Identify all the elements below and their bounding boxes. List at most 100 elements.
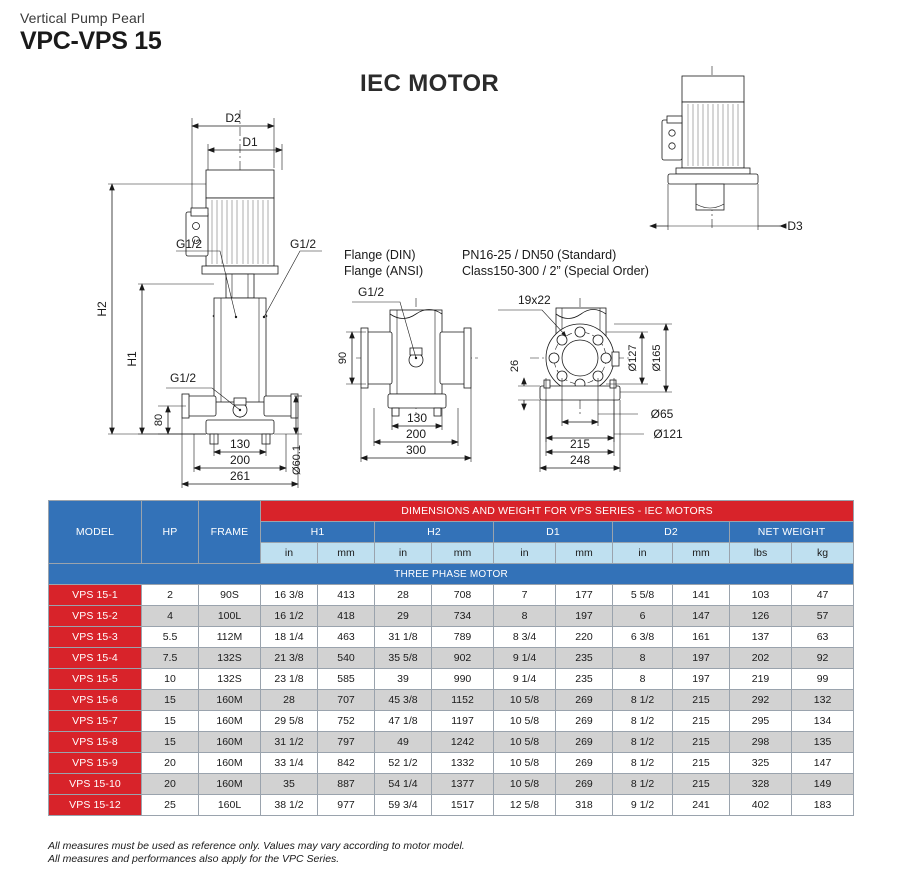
cell-h2-in: 45 3/8: [374, 689, 432, 711]
cell-d2-mm: 197: [672, 647, 730, 669]
header-unit-h1-mm: mm: [317, 542, 375, 564]
dim-label-h1: H1: [125, 351, 139, 367]
cell-h1-mm: 418: [317, 605, 375, 627]
cell-d1-in: 10 5/8: [493, 731, 556, 753]
technical-drawings: IEC MOTOR Flange (DIN) PN16-25 / DN50 (S…: [0, 58, 900, 493]
cell-d2-in: 8: [612, 647, 673, 669]
cell-model: VPS 15-12: [48, 794, 142, 816]
cell-d1-mm: 235: [555, 647, 613, 669]
footnote-line-1: All measures must be used as reference o…: [48, 840, 465, 852]
header-unit-h2-in: in: [374, 542, 432, 564]
header-unit-d1-in: in: [493, 542, 556, 564]
cell-frame: 160M: [198, 710, 261, 732]
cell-hp: 15: [141, 710, 199, 732]
cell-h2-in: 28: [374, 584, 432, 606]
cell-kg: 57: [790, 605, 855, 627]
cell-frame: 90S: [198, 584, 261, 606]
cell-frame: 160M: [198, 689, 261, 711]
cell-kg: 134: [790, 710, 855, 732]
header-unit-d2-in: in: [612, 542, 673, 564]
dim-label-d65: Ø65: [651, 407, 674, 421]
cell-model: VPS 15-3: [48, 626, 142, 648]
cell-d1-mm: 269: [555, 689, 613, 711]
header-unit-lbs: lbs: [729, 542, 792, 564]
cell-d2-in: 8 1/2: [612, 689, 673, 711]
cell-lbs: 219: [729, 668, 792, 690]
cell-d1-in: 7: [493, 584, 556, 606]
cell-h1-mm: 887: [317, 773, 375, 795]
cell-h1-in: 16 1/2: [260, 605, 318, 627]
cell-d2-in: 6: [612, 605, 673, 627]
dim-label-d121: Ø121: [653, 427, 683, 441]
cell-kg: 63: [790, 626, 855, 648]
cell-kg: 149: [790, 773, 855, 795]
dim-label-h2: H2: [95, 301, 109, 317]
header-unit-d1-mm: mm: [555, 542, 613, 564]
header-frame: FRAME: [198, 500, 261, 564]
header-unit-h1-in: in: [260, 542, 318, 564]
cell-d1-mm: 235: [555, 668, 613, 690]
cell-d2-in: 8: [612, 668, 673, 690]
cell-h2-in: 47 1/8: [374, 710, 432, 732]
cell-d1-in: 8: [493, 605, 556, 627]
cell-frame: 132S: [198, 647, 261, 669]
cell-model: VPS 15-6: [48, 689, 142, 711]
cell-h1-in: 31 1/2: [260, 731, 318, 753]
cell-lbs: 202: [729, 647, 792, 669]
cell-d1-mm: 269: [555, 710, 613, 732]
cell-d1-in: 8 3/4: [493, 626, 556, 648]
cell-h1-mm: 585: [317, 668, 375, 690]
cell-d1-mm: 197: [555, 605, 613, 627]
cell-d2-in: 8 1/2: [612, 773, 673, 795]
cell-h2-in: 49: [374, 731, 432, 753]
cell-frame: 160M: [198, 731, 261, 753]
cell-hp: 4: [141, 605, 199, 627]
cell-d1-mm: 269: [555, 731, 613, 753]
cell-frame: 112M: [198, 626, 261, 648]
cell-h1-in: 21 3/8: [260, 647, 318, 669]
cell-d2-mm: 215: [672, 752, 730, 774]
cell-d1-in: 10 5/8: [493, 689, 556, 711]
cell-model: VPS 15-1: [48, 584, 142, 606]
cell-d2-mm: 147: [672, 605, 730, 627]
dim-label-26: 26: [509, 360, 521, 372]
cell-hp: 10: [141, 668, 199, 690]
cell-kg: 147: [790, 752, 855, 774]
dim-label-200-mid: 200: [406, 427, 426, 441]
cell-d2-mm: 141: [672, 584, 730, 606]
page-title: VPC-VPS 15: [20, 27, 162, 55]
cell-hp: 25: [141, 794, 199, 816]
cell-h1-mm: 463: [317, 626, 375, 648]
cell-d1-mm: 220: [555, 626, 613, 648]
cell-d2-in: 8 1/2: [612, 710, 673, 732]
page-header: Vertical Pump Pearl VPC-VPS 15: [20, 10, 162, 55]
cell-h1-in: 16 3/8: [260, 584, 318, 606]
cell-hp: 5.5: [141, 626, 199, 648]
header-group-d1: D1: [493, 521, 613, 543]
cell-kg: 132: [790, 689, 855, 711]
cell-lbs: 126: [729, 605, 792, 627]
cell-d1-mm: 177: [555, 584, 613, 606]
dim-label-90: 90: [337, 352, 349, 364]
dim-label-g12-drain: G1/2: [170, 371, 196, 385]
table-banner: DIMENSIONS AND WEIGHT FOR VPS SERIES - I…: [259, 500, 855, 522]
cell-model: VPS 15-10: [48, 773, 142, 795]
cell-h1-in: 33 1/4: [260, 752, 318, 774]
cell-frame: 100L: [198, 605, 261, 627]
cell-d1-mm: 269: [555, 752, 613, 774]
cell-h1-mm: 842: [317, 752, 375, 774]
cell-d2-mm: 215: [672, 731, 730, 753]
header-group-net-weight: NET WEIGHT: [728, 521, 855, 543]
cell-model: VPS 15-8: [48, 731, 142, 753]
flange-row: Flange (ANSI) Class150-300 / 2” (Special…: [344, 263, 649, 279]
cell-kg: 135: [790, 731, 855, 753]
cell-d1-in: 9 1/4: [493, 668, 556, 690]
header-group-h2: H2: [374, 521, 494, 543]
phase-band-label: THREE PHASE MOTOR: [47, 563, 855, 585]
cell-h2-in: 39: [374, 668, 432, 690]
